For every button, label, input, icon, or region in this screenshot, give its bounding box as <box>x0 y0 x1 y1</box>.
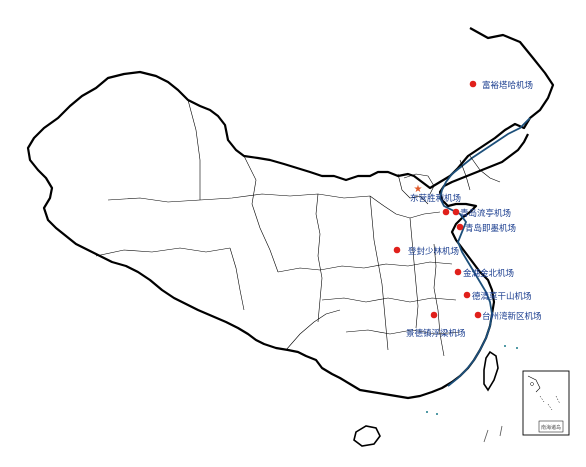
coastline <box>439 117 531 387</box>
airport-marker-jingdezhen[interactable] <box>430 311 438 319</box>
airport-marker-qingdao-jiaodong[interactable] <box>456 223 464 231</box>
airport-marker-deqing[interactable] <box>463 291 471 299</box>
hainan-island <box>353 425 381 447</box>
label-dengfeng: 登封少林机场 <box>408 246 459 257</box>
airport-marker-dengfeng[interactable] <box>393 246 401 254</box>
capital-star-icon: ★ <box>414 184 423 195</box>
label-dongying: 东营胜利机场 <box>410 193 461 204</box>
small-islands <box>426 345 518 415</box>
island-strokes <box>483 425 503 443</box>
china-outline <box>26 27 555 400</box>
airport-marker-taizhou[interactable] <box>474 311 482 319</box>
label-jinhu: 金湖金北机场 <box>463 268 514 279</box>
airport-markers <box>393 80 482 319</box>
south-china-sea-inset: 南海诸岛 <box>522 370 570 436</box>
airport-labels: 富裕塔哈机场 东营胜利机场 青岛流亭机场 青岛即墨机场 登封少林机场 金湖金北机… <box>406 80 542 339</box>
airport-marker-fuyu[interactable] <box>469 80 477 88</box>
label-fuyu: 富裕塔哈机场 <box>482 80 533 91</box>
label-qingdao-jiaodong: 青岛即墨机场 <box>465 223 516 234</box>
label-jingdezhen: 景德镇浮梁机场 <box>406 328 466 339</box>
airport-marker-qingdao-liuting[interactable] <box>452 208 460 216</box>
inset-label: 南海诸岛 <box>541 424 561 431</box>
airport-marker-jinhu[interactable] <box>454 268 462 276</box>
label-taizhou: 台州湾新区机场 <box>482 311 542 322</box>
airport-marker-dongying[interactable] <box>442 208 450 216</box>
label-qingdao-liuting: 青岛流亭机场 <box>460 208 511 219</box>
province-boundaries <box>95 99 501 357</box>
taiwan-island <box>483 350 499 392</box>
label-deqing: 德清莫干山机场 <box>472 291 532 302</box>
